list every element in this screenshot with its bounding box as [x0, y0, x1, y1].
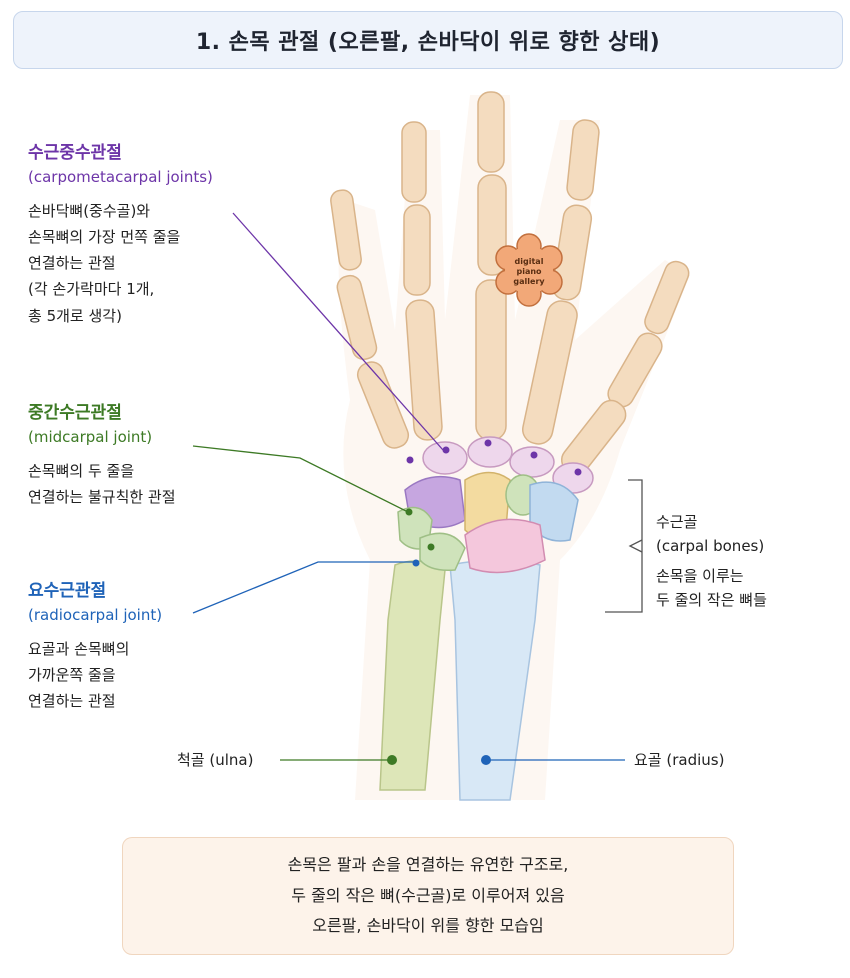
- cmc-title: 수근중수관절: [28, 143, 122, 163]
- logo-line3: gallery: [513, 277, 545, 286]
- cmc-joint-dots: [406, 439, 582, 476]
- cmc-description: 손바닥뼈(중수골)와 손목뼈의 가장 먼쪽 줄을 연결하는 관절 (각 손가락마…: [28, 201, 181, 325]
- title-box: 1. 손목 관절 (오른팔, 손바닥이 위로 향한 상태): [13, 11, 843, 69]
- radiocarpal-english: (radiocarpal joint): [28, 606, 163, 625]
- summary-box: 손목은 팔과 손을 연결하는 유연한 구조로, 두 줄의 작은 뼈(수근골)로 …: [122, 837, 734, 955]
- carpal-bones-desc-2: 두 줄의 작은 뼈들: [656, 591, 767, 609]
- carpal-bones: [397, 436, 594, 574]
- logo-line1: digital: [515, 257, 544, 266]
- cmc-english: (carpometacarpal joints): [28, 168, 213, 187]
- cmc-label: 수근중수관절 (carpometacarpal joints) 손바닥뼈(중수골…: [28, 140, 213, 329]
- carpal-bracket: [605, 479, 643, 613]
- midcarpal-english: (midcarpal joint): [28, 428, 153, 447]
- midcarpal-leader-line: [192, 445, 409, 513]
- summary-line-3: 오른팔, 손바닥이 위를 향한 모습임: [312, 916, 544, 936]
- summary-line-1: 손목은 팔과 손을 연결하는 유연한 구조로,: [287, 855, 569, 875]
- logo-line2: piano: [516, 267, 542, 276]
- radius-label: 요골 (radius): [634, 751, 725, 769]
- radius-dot: [481, 755, 491, 765]
- ulna-dot: [387, 755, 397, 765]
- carpal-bones-title: 수근골: [656, 513, 698, 531]
- midcarpal-title: 중간수근관절: [28, 403, 122, 423]
- page-title: 1. 손목 관절 (오른팔, 손바닥이 위로 향한 상태): [195, 30, 661, 55]
- radiocarpal-leader-line: [192, 561, 416, 614]
- gallery-logo: digital piano gallery: [495, 233, 563, 307]
- radiocarpal-dot: [412, 559, 420, 567]
- radiocarpal-label: 요수근관절 (radiocarpal joint) 요골과 손목뼈의 가까운쪽 …: [28, 578, 162, 714]
- carpal-bones-label: 수근골 (carpal bones) 손목을 이루는 두 줄의 작은 뼈들: [656, 510, 767, 612]
- carpal-bones-english: (carpal bones): [656, 537, 765, 555]
- midcarpal-label: 중간수근관절 (midcarpal joint) 손목뼈의 두 줄을 연결하는 …: [28, 400, 176, 510]
- cmc-leader-line: [232, 212, 444, 451]
- summary-line-2: 두 줄의 작은 뼈(수근골)로 이루어져 있음: [291, 885, 565, 905]
- midcarpal-description: 손목뼈의 두 줄을 연결하는 불규칙한 관절: [28, 461, 176, 506]
- ulna-label: 척골 (ulna): [177, 751, 254, 769]
- radiocarpal-description: 요골과 손목뼈의 가까운쪽 줄을 연결하는 관절: [28, 639, 130, 711]
- radiocarpal-title: 요수근관절: [28, 581, 107, 601]
- carpal-bones-desc-1: 손목을 이루는: [656, 567, 744, 585]
- midcarpal-dot: [405, 508, 413, 516]
- finger-bones: [330, 91, 690, 476]
